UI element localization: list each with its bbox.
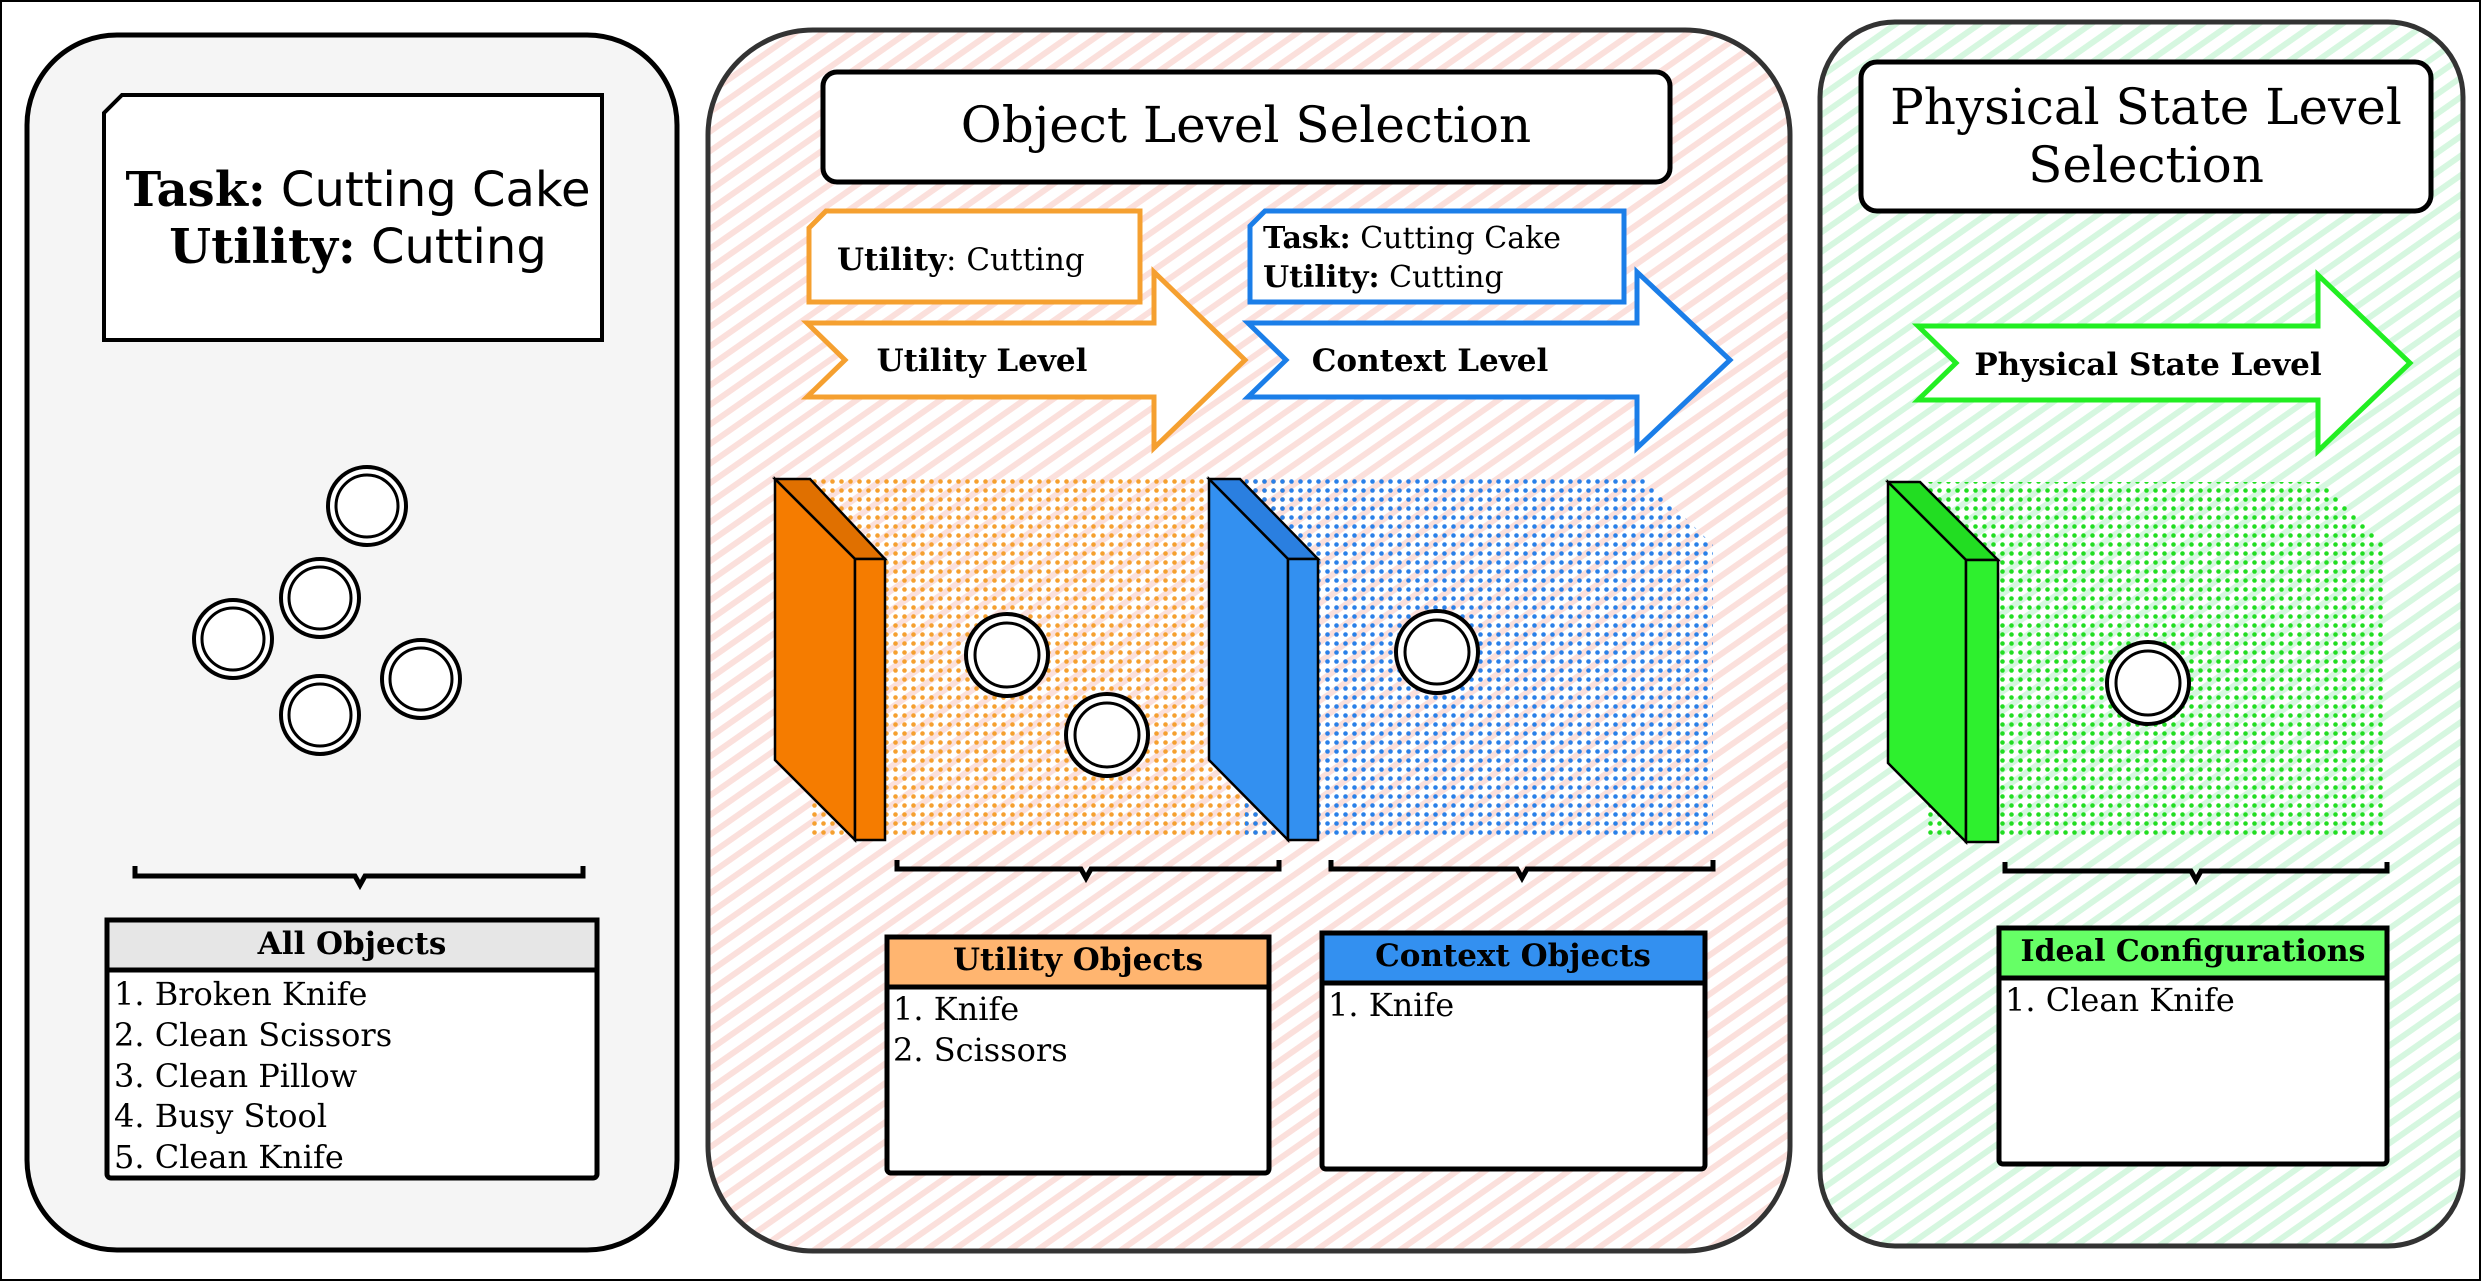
context-objects-header — [1319, 930, 1708, 986]
context-note-utility-label: Utility: — [1263, 260, 1380, 295]
curly-brace — [1328, 860, 1716, 884]
context-level-label: Context Level — [1312, 343, 1549, 379]
all-objects-item: 1. Broken Knife — [114, 975, 367, 1013]
utility-objects-header — [884, 934, 1272, 990]
ideal-configurations-item: 1. Clean Knife — [2005, 981, 2235, 1019]
context-note-card — [1247, 208, 1627, 305]
context-filter-slab — [1206, 475, 1321, 844]
curly-brace — [894, 860, 1282, 884]
all-objects-item: 3. Clean Pillow — [114, 1057, 357, 1095]
utility-level-arrow — [800, 266, 1249, 454]
context-note-task: Task: Cutting Cake — [1263, 221, 1561, 256]
utility-note-label: Utility — [837, 242, 947, 278]
context-objects-item: 1. Knife — [1328, 986, 1454, 1024]
curly-brace — [2002, 862, 2390, 886]
utility-filter-region — [812, 479, 1288, 838]
task-note-card — [102, 93, 604, 342]
utility-note-value: : Cutting — [946, 242, 1085, 278]
utility-label: Utility: — [169, 219, 356, 275]
utility-objects-title: Utility Objects — [953, 942, 1203, 978]
object-circle — [279, 674, 361, 756]
utility-line: Utility: Cutting — [169, 219, 547, 275]
utility-filter-slab — [771, 475, 888, 844]
object-circle — [964, 612, 1050, 698]
context-note-utility: Utility: Cutting — [1263, 260, 1504, 295]
object-circle — [1394, 609, 1480, 695]
all-objects-header — [104, 917, 600, 973]
object-circle — [380, 638, 462, 720]
utility-note-card — [806, 208, 1143, 305]
curly-brace — [132, 866, 586, 891]
physical-state-filter-slab — [1884, 478, 2002, 846]
object-circle — [1064, 692, 1150, 778]
all-objects-item: 5. Clean Knife — [114, 1138, 344, 1176]
physical-state-level-arrow — [1911, 269, 2414, 457]
object-circle — [279, 557, 361, 639]
physical-state-title-box — [1858, 59, 2434, 214]
utility-objects-item: 2. Scissors — [893, 1031, 1068, 1069]
context-objects-title: Context Objects — [1375, 938, 1651, 974]
context-note-task-value: Cutting Cake — [1351, 221, 1561, 256]
object-circle — [326, 465, 408, 547]
physical-state-level-label: Physical State Level — [1974, 347, 2321, 383]
utility-objects-item: 1. Knife — [893, 990, 1019, 1028]
context-level-arrow — [1241, 266, 1734, 454]
right-panel: Physical State Level Selection Physical … — [1817, 19, 2466, 1249]
task-value: Cutting Cake — [266, 162, 591, 218]
all-objects-item: 2. Clean Scissors — [114, 1016, 392, 1054]
middle-panel: Object Level Selection Utility: Cutting … — [705, 27, 1793, 1254]
object-level-title: Object Level Selection — [961, 96, 1531, 154]
task-label: Task: — [125, 162, 265, 218]
utility-level-label: Utility Level — [877, 343, 1088, 379]
task-line: Task: Cutting Cake — [125, 162, 590, 218]
physical-state-title-line1: Physical State Level — [1890, 78, 2402, 136]
utility-note-text: Utility: Cutting — [837, 242, 1085, 278]
physical-state-title-line2: Selection — [2028, 136, 2264, 194]
context-note-task-label: Task: — [1263, 221, 1351, 256]
left-panel: Task: Cutting Cake Utility: Cutting All … — [24, 32, 680, 1253]
object-level-title-box — [820, 69, 1673, 185]
utility-value: Cutting — [356, 219, 547, 275]
object-circle — [192, 598, 274, 680]
all-objects-item: 4. Busy Stool — [114, 1097, 327, 1135]
object-circle — [2105, 640, 2191, 726]
all-objects-title: All Objects — [257, 926, 447, 962]
ideal-configurations-title: Ideal Configurations — [2021, 934, 2366, 969]
context-note-utility-value: Cutting — [1380, 260, 1504, 295]
ideal-configurations-header — [1996, 925, 2390, 981]
